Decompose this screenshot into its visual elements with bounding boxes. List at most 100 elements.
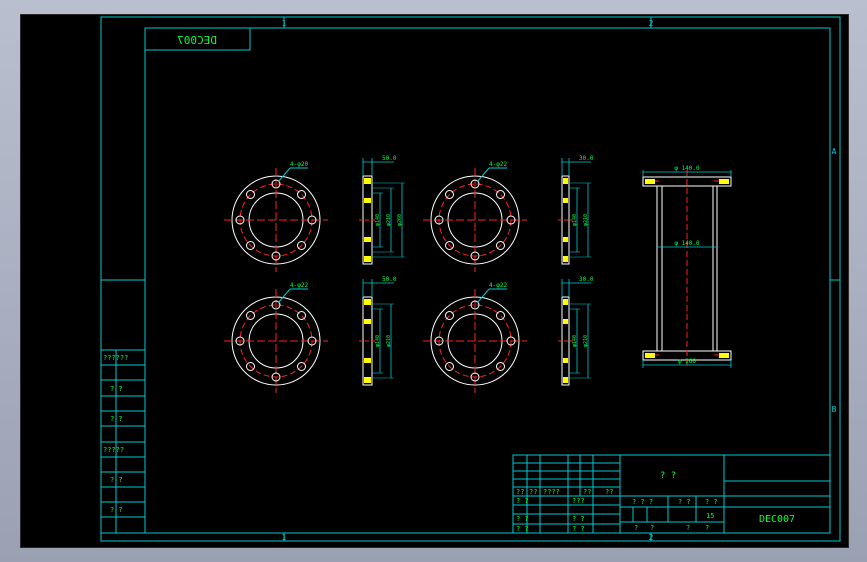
tb-label-b3: ? ? — [516, 525, 529, 533]
tb-label-a4: ?? — [605, 488, 613, 496]
bolt-hole — [307, 336, 317, 346]
bolt-hole — [470, 251, 480, 261]
flange-front-view-4: 4-φ22 — [423, 282, 527, 393]
leader-line — [476, 288, 490, 304]
bolt-hole — [297, 311, 306, 320]
bolt-hole — [470, 179, 480, 189]
zone-right-b: B — [832, 405, 837, 414]
bolt-hole — [307, 215, 317, 225]
hatch-top — [563, 178, 568, 184]
tb-label-b1: ??? — [572, 497, 585, 505]
side-width-label: 50.0 — [382, 276, 397, 283]
hatch-mid-top — [563, 198, 568, 203]
tb-sheet-label: ? ? — [705, 498, 718, 506]
zone-top-left: 1 — [282, 19, 287, 28]
tb-label-c1: ? ? — [572, 525, 585, 533]
tb-label-b0: ? ? — [516, 497, 529, 505]
hatch-mid-bottom — [364, 358, 371, 363]
flange-hole-label: 4-φ20 — [290, 161, 308, 168]
bolt-hole — [297, 241, 306, 250]
sheet-border-inner — [144, 27, 831, 534]
side-diameter-label: φ140 — [375, 335, 381, 347]
tb-label-c0: ? ? — [572, 515, 585, 523]
side-table-row-1: ? ? — [110, 385, 123, 393]
bolt-hole — [271, 251, 281, 261]
flange-front-view-2: 4-φ22 — [423, 161, 527, 272]
hatch-bottom — [364, 256, 371, 262]
hatch-mid-bottom — [364, 237, 371, 242]
hatch-mid-top — [364, 319, 371, 324]
bolt-hole — [235, 215, 245, 225]
hatch-mid-bottom — [563, 358, 568, 363]
side-table — [100, 279, 146, 534]
hatch-mid-top — [563, 319, 568, 324]
hatch-top — [563, 299, 568, 305]
flange-hole-label: 4-φ22 — [290, 282, 308, 289]
hatch-top — [364, 299, 371, 305]
side-diameter-label: φ140 — [572, 214, 578, 226]
bolt-hole — [506, 215, 516, 225]
hatch-top — [364, 178, 371, 184]
side-diameter-label: φ210 — [583, 335, 589, 347]
tb-label-a2: ???? — [543, 488, 560, 496]
tb-label-a3: ?? — [583, 488, 591, 496]
tb-label-b2: ? ? — [516, 515, 529, 523]
bolt-hole — [246, 190, 255, 199]
title-text: ? ? — [660, 471, 676, 481]
bolt-hole — [496, 190, 505, 199]
side-width-label: 30.0 — [579, 276, 594, 283]
side-diameter-label: φ210 — [583, 214, 589, 226]
side-table-row-0: ?????? — [103, 354, 128, 362]
bolt-hole — [470, 300, 480, 310]
bolt-hole — [496, 362, 505, 371]
tb-sub-0: ? — [634, 524, 638, 532]
zone-bottom-right: 2 — [649, 533, 654, 542]
side-diameter-label: φ260 — [397, 214, 403, 226]
pipe-assembly-view: φ 140.0 φ 140.0 φ 260 — [642, 165, 732, 368]
bolt-hole — [235, 336, 245, 346]
bolt-hole — [470, 372, 480, 382]
hatch-mid-bottom — [563, 237, 568, 242]
zone-bottom-left: 1 — [282, 533, 287, 542]
bolt-hole — [445, 241, 454, 250]
cad-drawing-canvas[interactable] — [20, 14, 849, 548]
zone-top-right: 2 — [649, 19, 654, 28]
bolt-hole — [297, 362, 306, 371]
bolt-hole — [496, 241, 505, 250]
bolt-hole — [506, 336, 516, 346]
bolt-hole — [297, 190, 306, 199]
title-block — [512, 454, 831, 534]
bolt-hole — [271, 300, 281, 310]
bolt-hole — [246, 311, 255, 320]
tb-sub-2: ? — [686, 524, 690, 532]
drawing-number: DEC007 — [759, 514, 795, 525]
tb-sub-3: ? — [705, 524, 709, 532]
bolt-hole — [246, 241, 255, 250]
flange-front-view-1: 4-φ20 — [224, 161, 328, 272]
leader-line — [277, 167, 291, 183]
side-table-row-2: ? ? — [110, 415, 123, 423]
flange-hole-label: 4-φ22 — [489, 282, 507, 289]
bolt-hole — [445, 311, 454, 320]
bolt-hole — [271, 372, 281, 382]
bolt-hole — [271, 179, 281, 189]
bolt-hole — [434, 336, 444, 346]
side-diameter-label: φ140 — [375, 214, 381, 226]
bolt-hole — [496, 311, 505, 320]
zone-right-a: A — [832, 147, 837, 156]
side-table-row-5: ? ? — [110, 506, 123, 514]
tb-sheet-count: 15 — [706, 512, 714, 520]
side-table-row-4: ? ? — [110, 476, 123, 484]
hatch-mid-top — [364, 198, 371, 203]
tb-weight-label: ? ? — [678, 498, 691, 506]
tb-scale-label: ? ? ? — [632, 498, 653, 506]
leader-line — [277, 288, 291, 304]
side-width-label: 50.0 — [382, 155, 397, 162]
pipe-dim-top: φ 140.0 — [674, 165, 700, 172]
bolt-hole — [445, 190, 454, 199]
